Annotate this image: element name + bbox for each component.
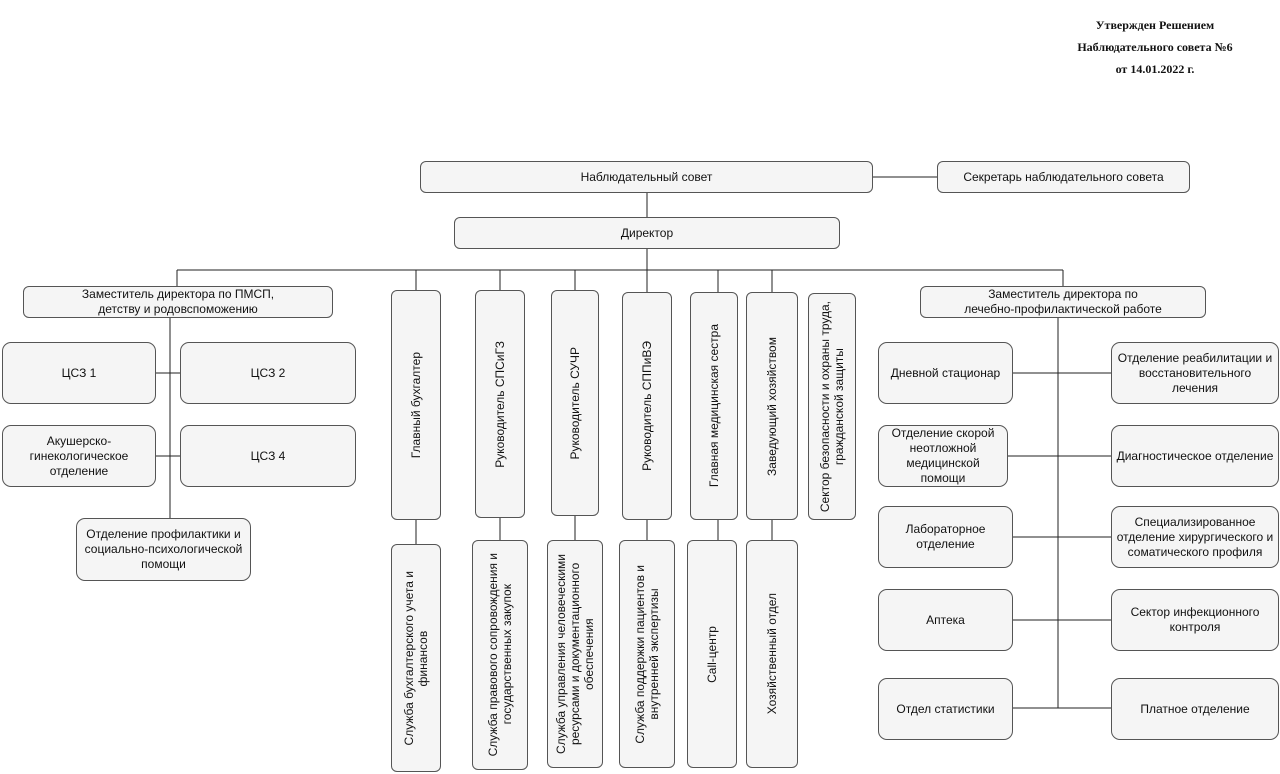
box-day-hospital: Дневной стационар: [878, 342, 1013, 404]
box-head-suchr: Руководитель СУЧР: [551, 290, 599, 516]
box-head-sppive: Руководитель СППиВЭ: [622, 292, 672, 520]
box-board-secretary: Секретарь наблюдательного совета: [937, 161, 1190, 193]
box-statistics-label: Отдел статистики: [896, 701, 995, 716]
box-tss4-label: ЦСЗ 4: [250, 448, 286, 463]
box-facilities-dept-label: Хозяйственный отдел: [765, 593, 779, 715]
box-hr-service-label: Служба управления человеческими ресурсам…: [554, 553, 596, 755]
box-head-sppive-label: Руководитель СППиВЭ: [640, 341, 654, 471]
box-director-label: Директор: [620, 225, 674, 240]
box-paid-dept: Платное отделение: [1111, 678, 1279, 740]
box-call-center: Call-центр: [687, 540, 737, 768]
box-specialized: Специализированное отделение хирургическ…: [1111, 506, 1279, 568]
box-diagnostic: Диагностическое отделение: [1111, 425, 1279, 487]
box-diagnostic-label: Диагностическое отделение: [1116, 448, 1274, 463]
box-infection-control-label: Сектор инфекционного контроля: [1130, 605, 1260, 634]
approval-line-2: Наблюдательного совета №6: [1077, 40, 1233, 54]
box-chief-accountant-label: Главный бухгалтер: [409, 351, 423, 459]
box-legal-service-label: Служба правового сопровождения и государ…: [486, 553, 514, 757]
approval-line-3: от 14.01.2022 г.: [1115, 62, 1195, 76]
box-emergency: Отделение скорой неотложной медицинской …: [878, 425, 1008, 487]
box-obgyn-label: Акушерско- гинекологическое отделение: [29, 433, 129, 478]
box-laboratory-label: Лабораторное отделение: [905, 522, 986, 551]
box-pharmacy: Аптека: [878, 589, 1013, 651]
box-legal-service: Служба правового сопровождения и государ…: [472, 540, 528, 770]
box-director: Директор: [454, 217, 840, 249]
box-pharmacy-label: Аптека: [926, 612, 965, 627]
box-facilities-manager: Заведующий хозяйством: [746, 292, 798, 520]
box-facilities-manager-label: Заведующий хозяйством: [765, 336, 779, 476]
box-board-secretary-label: Секретарь наблюдательного совета: [963, 169, 1164, 184]
box-deputy-medical: Заместитель директора по лечебно-профила…: [920, 286, 1206, 318]
box-head-spsigz: Руководитель СПСиГЗ: [475, 290, 525, 518]
box-laboratory: Лабораторное отделение: [878, 506, 1013, 568]
box-infection-control: Сектор инфекционного контроля: [1111, 589, 1279, 651]
box-supervisory-board: Наблюдательный совет: [420, 161, 873, 193]
box-call-center-label: Call-центр: [705, 625, 719, 683]
box-head-suchr-label: Руководитель СУЧР: [568, 346, 582, 460]
box-rehab-label: Отделение реабилитации и восстановительн…: [1117, 350, 1273, 395]
box-safety-sector: Сектор безопасности и охраны труда, граж…: [808, 293, 856, 520]
approval-stamp: Утвержден Решением Наблюдательного совет…: [1050, 14, 1260, 80]
box-supervisory-board-label: Наблюдательный совет: [580, 169, 713, 184]
box-statistics: Отдел статистики: [878, 678, 1013, 740]
box-prevention-label: Отделение профилактики и социально-психо…: [84, 527, 243, 571]
box-patient-support: Служба поддержки пациентов и внутренней …: [619, 540, 675, 768]
box-chief-accountant: Главный бухгалтер: [391, 290, 441, 520]
box-paid-dept-label: Платное отделение: [1140, 701, 1250, 716]
box-accounting-service: Служба бухгалтерского учета и финансов: [391, 544, 441, 772]
box-rehab: Отделение реабилитации и восстановительн…: [1111, 342, 1279, 404]
box-day-hospital-label: Дневной стационар: [890, 365, 1001, 380]
box-specialized-label: Специализированное отделение хирургическ…: [1116, 514, 1274, 559]
box-emergency-label: Отделение скорой неотложной медицинской …: [891, 426, 995, 485]
box-safety-sector-label: Сектор безопасности и охраны труда, граж…: [818, 300, 846, 513]
box-tss1: ЦСЗ 1: [2, 342, 156, 404]
box-deputy-medical-label: Заместитель директора по лечебно-профила…: [964, 287, 1162, 316]
box-deputy-pmsp: Заместитель директора по ПМСП, детству и…: [23, 286, 333, 318]
box-tss2: ЦСЗ 2: [180, 342, 356, 404]
box-tss1-label: ЦСЗ 1: [61, 365, 97, 380]
box-obgyn: Акушерско- гинекологическое отделение: [2, 425, 156, 487]
box-head-spsigz-label: Руководитель СПСиГЗ: [493, 340, 507, 468]
box-patient-support-label: Служба поддержки пациентов и внутренней …: [633, 564, 661, 744]
box-tss4: ЦСЗ 4: [180, 425, 356, 487]
box-hr-service: Служба управления человеческими ресурсам…: [547, 540, 603, 768]
box-deputy-pmsp-label: Заместитель директора по ПМСП, детству и…: [81, 287, 275, 316]
box-chief-nurse: Главная медицинская сестра: [690, 292, 738, 520]
box-chief-nurse-label: Главная медицинская сестра: [707, 324, 721, 488]
box-prevention: Отделение профилактики и социально-психо…: [76, 518, 251, 581]
box-tss2-label: ЦСЗ 2: [250, 365, 286, 380]
box-facilities-dept: Хозяйственный отдел: [746, 540, 798, 768]
approval-line-1: Утвержден Решением: [1095, 18, 1215, 32]
box-accounting-service-label: Служба бухгалтерского учета и финансов: [402, 570, 430, 746]
